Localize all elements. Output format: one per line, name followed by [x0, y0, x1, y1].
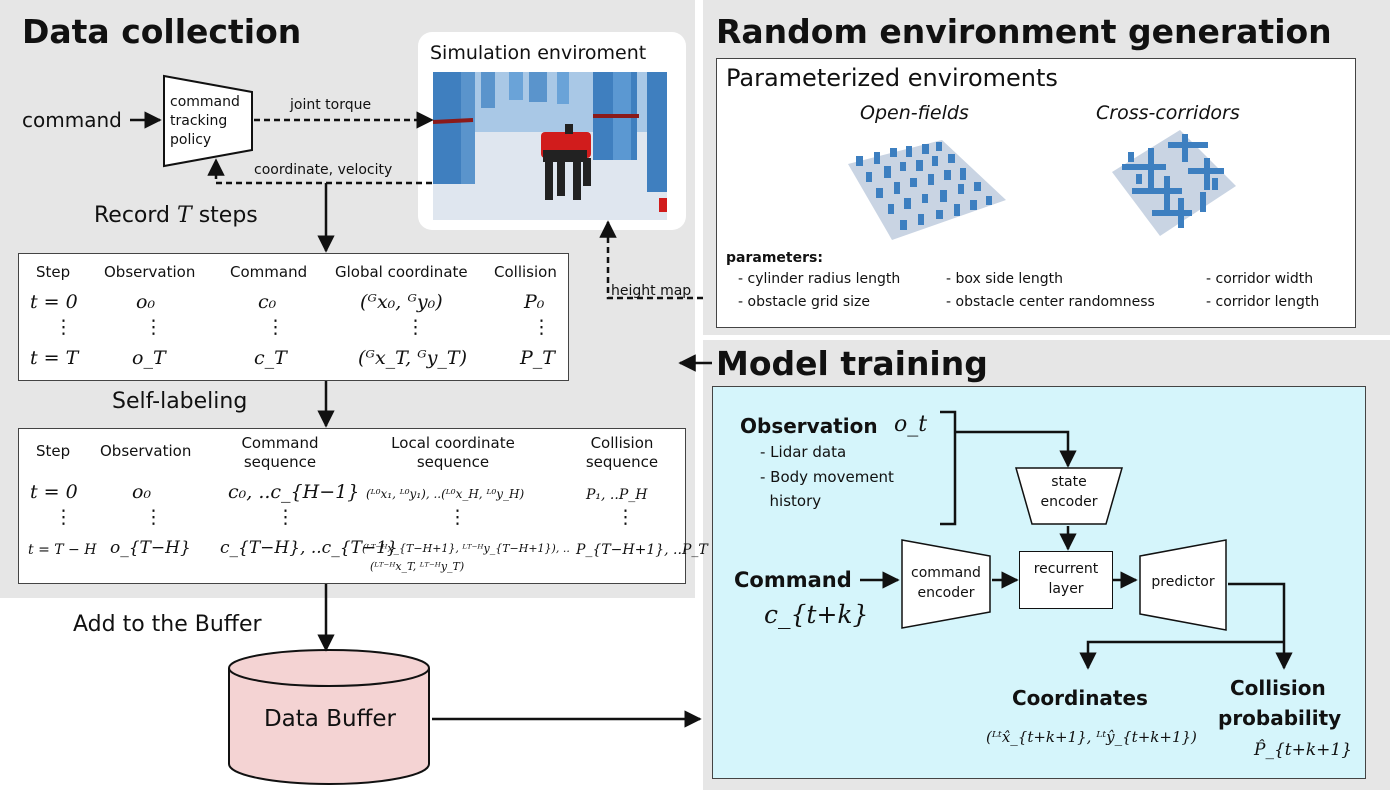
simulation-title: Simulation enviroment: [430, 42, 647, 64]
policy-label-3: policy: [170, 132, 212, 148]
t2-rowTH-coord2: (ᴸᵀ⁻ᴴx_T, ᴸᵀ⁻ᴴy_T): [370, 560, 465, 573]
simulation-image: [433, 72, 667, 220]
cross-corridors-label: Cross-corridors: [1096, 102, 1240, 124]
command-encoder-trapezoid: [901, 539, 991, 629]
t2-row0-cmd: c₀, ..c_{H−1}: [228, 481, 360, 503]
observation-var: o_t: [894, 412, 928, 437]
param-corridor-length: - corridor length: [1206, 294, 1320, 310]
param-obstacle-grid: - obstacle grid size: [738, 294, 870, 310]
parameterized-env-title: Parameterized enviroments: [726, 64, 1058, 92]
t1-row0-step: t = 0: [30, 291, 78, 313]
t2-row0-step: t = 0: [30, 481, 78, 503]
recurrent-label-2: layer: [1048, 581, 1084, 597]
param-cylinder-radius: - cylinder radius length: [738, 271, 901, 287]
t1-rowT-obs: o_T: [132, 347, 166, 369]
t1-row0-col: P₀: [524, 291, 545, 313]
predictor-label: predictor: [1151, 574, 1215, 590]
t2-header-local-coord: Local coordinate sequence: [391, 434, 515, 471]
t2-rowTH-coord: (ᴸᵀ⁻ᴴx_{T−H+1}, ᴸᵀ⁻ᴴy_{T−H+1}), ..: [362, 542, 570, 555]
collision-label-2: probability: [1218, 706, 1342, 730]
data-collection-title: Data collection: [22, 12, 302, 51]
t2-rowTH-cmd: c_{T−H}, ..c_{T−1}: [220, 538, 398, 558]
command-label: Command: [734, 568, 852, 592]
t2-header-step: Step: [36, 442, 71, 460]
t2-rowTH-step: t = T − H: [28, 542, 97, 558]
collision-label-1: Collision: [1230, 676, 1326, 700]
labeled-table: [18, 428, 686, 584]
obs-item-body: - Body movement: [760, 468, 894, 486]
open-fields-label: Open-fields: [860, 102, 969, 124]
t2-dots-col: ⋮: [616, 506, 635, 528]
command-encoder-label-2: encoder: [917, 585, 975, 601]
self-labeling-label: Self-labeling: [112, 389, 248, 414]
t2-header-observation: Observation: [100, 442, 192, 460]
t1-dots-coord: ⋮: [406, 316, 425, 338]
t2-header-command-seq: Command sequence: [241, 434, 319, 471]
policy-label-1: command: [170, 94, 240, 110]
joint-torque-label: joint torque: [290, 97, 372, 113]
t2-row0-col: P₁, ..P_H: [586, 487, 648, 503]
open-fields-image: [848, 140, 1006, 240]
t2-header-collision-seq: Collision sequence: [585, 434, 659, 471]
param-obstacle-center: - obstacle center randomness: [946, 294, 1155, 310]
obs-item-history: history: [760, 492, 822, 510]
parameterized-env-box: [716, 58, 1356, 328]
t1-header-collision: Collision: [494, 263, 557, 281]
random-env-title: Random environment generation: [716, 12, 1332, 51]
recurrent-label-1: recurrent: [1033, 561, 1099, 577]
t1-header-command: Command: [230, 263, 308, 281]
cross-corridors-image: [1112, 130, 1236, 236]
t1-dots-step: ⋮: [54, 316, 73, 338]
t1-dots-cmd: ⋮: [266, 316, 285, 338]
record-steps-label: Record T steps: [94, 203, 258, 228]
t1-dots-col: ⋮: [532, 316, 551, 338]
collision-var: P̂_{t+k+1}: [1254, 740, 1353, 760]
command-encoder-label-1: command: [911, 565, 981, 581]
recurrent-layer-box: [1019, 551, 1113, 609]
t1-header-global-coordinate: Global coordinate: [335, 263, 468, 281]
height-map-label: height map: [611, 283, 692, 299]
policy-trapezoid: [163, 74, 253, 168]
t1-row0-coord: (ᴳx₀, ᴳy₀): [360, 291, 443, 313]
t1-rowT-cmd: c_T: [254, 347, 287, 369]
state-encoder-trapezoid: [1015, 467, 1123, 525]
t1-header-step: Step: [36, 263, 71, 281]
t2-dots-obs: ⋮: [144, 506, 163, 528]
t2-row0-obs: o₀: [132, 481, 152, 503]
add-to-buffer-label: Add to the Buffer: [73, 612, 262, 637]
state-encoder-label-2: encoder: [1040, 494, 1098, 510]
t2-dots-coord: ⋮: [448, 506, 467, 528]
t1-rowT-step: t = T: [30, 347, 79, 369]
coordinate-velocity-label: coordinate, velocity: [254, 162, 393, 178]
command-var: c_{t+k}: [764, 600, 869, 629]
t2-rowTH-obs: o_{T−H}: [110, 538, 191, 558]
t1-rowT-coord: (ᴳx_T, ᴳy_T): [358, 347, 468, 369]
t1-header-observation: Observation: [104, 263, 196, 281]
coordinates-label: Coordinates: [1012, 686, 1148, 710]
t1-row0-cmd: c₀: [258, 291, 277, 313]
param-box-side: - box side length: [946, 271, 1064, 287]
t1-dots-obs: ⋮: [144, 316, 163, 338]
t1-rowT-col: P_T: [520, 347, 555, 369]
command-input-label: command: [22, 108, 122, 132]
t2-dots-step: ⋮: [54, 506, 73, 528]
t2-row0-coord: (ᴸ⁰x₁, ᴸ⁰y₁), ..(ᴸ⁰x_H, ᴸ⁰y_H): [366, 487, 525, 501]
state-encoder-label-1: state: [1051, 474, 1087, 490]
coordinates-var: (ᴸᵗx̂_{t+k+1}, ᴸᵗŷ_{t+k+1}): [986, 728, 1197, 746]
record-table: [18, 253, 569, 381]
param-corridor-width: - corridor width: [1206, 271, 1314, 287]
t2-dots-cmd: ⋮: [276, 506, 295, 528]
obs-item-lidar: - Lidar data: [760, 443, 847, 461]
policy-label-2: tracking: [170, 113, 228, 129]
t1-row0-obs: o₀: [136, 291, 156, 313]
predictor-trapezoid: [1139, 539, 1227, 631]
t2-rowTH-col: P_{T−H+1}, ..P_T: [576, 542, 708, 558]
data-buffer-cylinder: [228, 649, 430, 785]
model-training-title: Model training: [716, 344, 988, 383]
parameters-title: parameters:: [726, 250, 823, 266]
data-buffer-label: Data Buffer: [263, 706, 397, 732]
robot-icon: [541, 124, 591, 200]
observation-label: Observation: [740, 414, 878, 438]
